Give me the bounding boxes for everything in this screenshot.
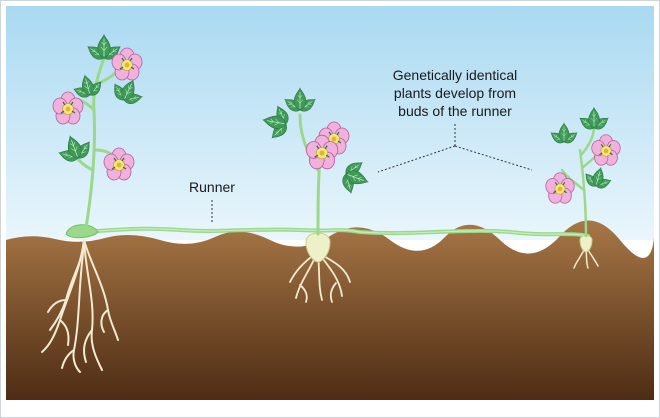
buds-label-line-3: buds of the runner (398, 103, 512, 119)
runner-label: Runner (189, 179, 235, 195)
buds-label-line-1: Genetically identical (393, 67, 518, 83)
buds-label-line-2: plants develop from (394, 85, 516, 101)
soil-ground (6, 220, 654, 400)
